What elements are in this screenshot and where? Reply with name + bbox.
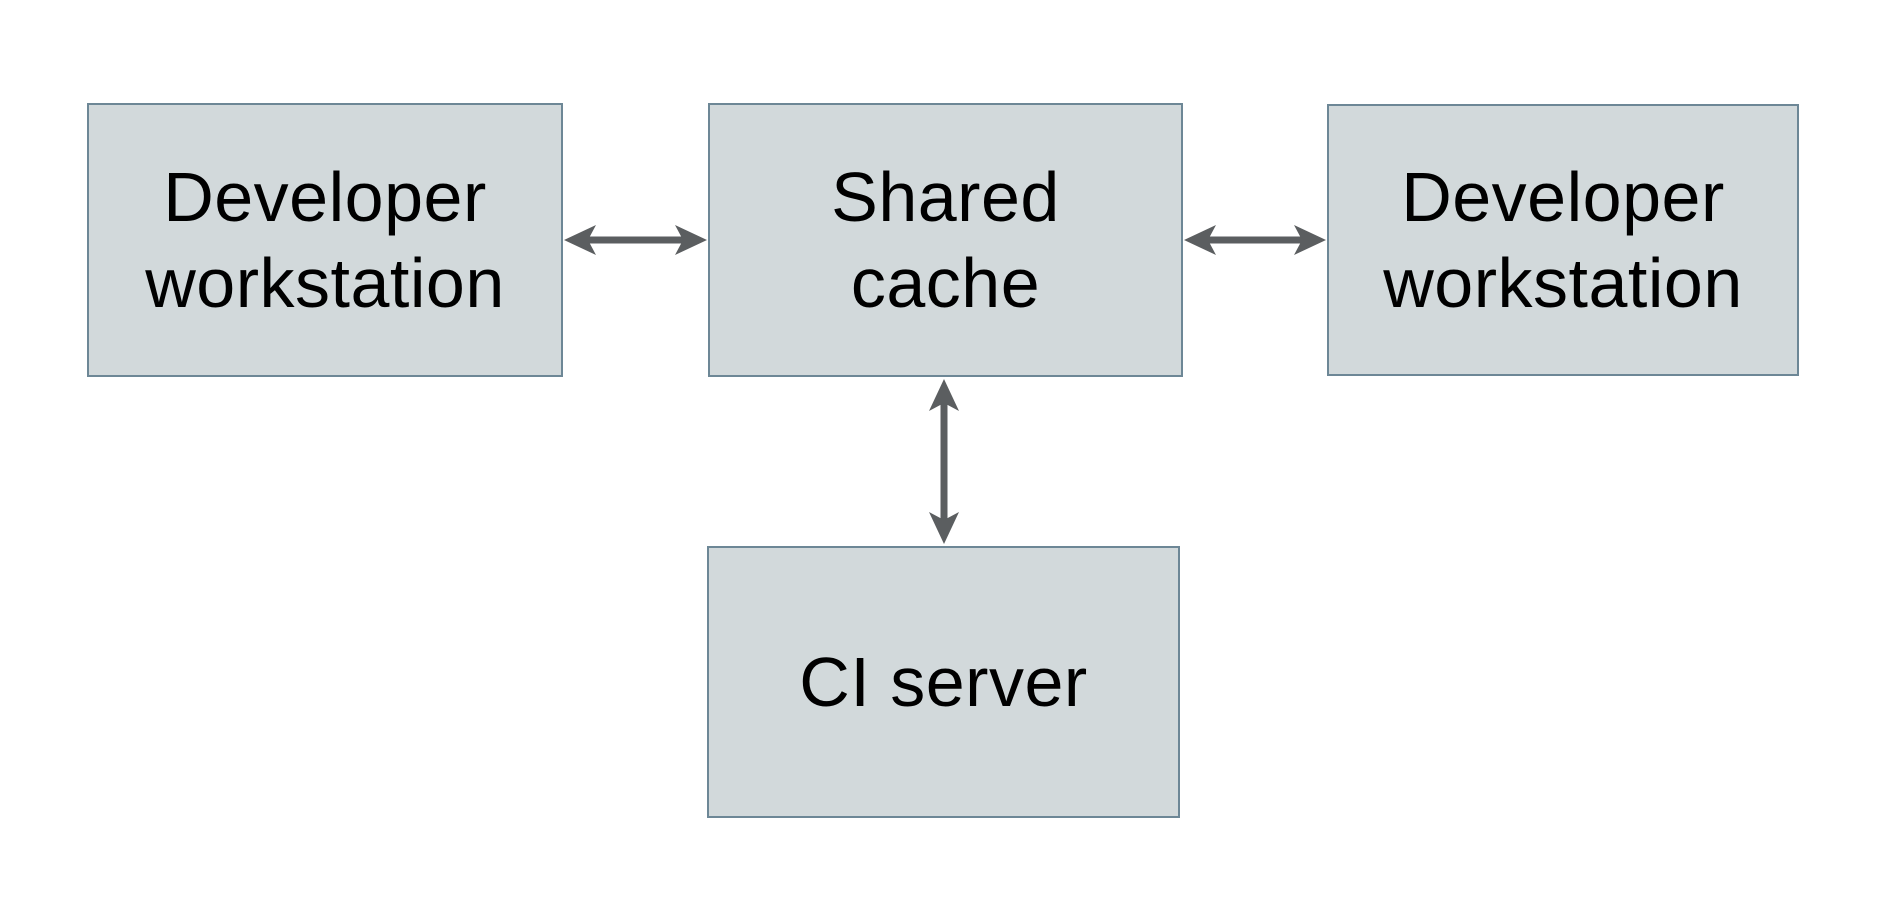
node-label: CI server bbox=[799, 643, 1088, 721]
node-ci-server: CI server bbox=[707, 546, 1180, 818]
node-label: Developer workstation bbox=[1383, 158, 1743, 322]
node-shared-cache: Shared cache bbox=[708, 103, 1183, 377]
node-label: Developer workstation bbox=[145, 158, 505, 322]
node-developer-workstation-left: Developer workstation bbox=[87, 103, 563, 377]
node-label: Shared cache bbox=[831, 158, 1060, 322]
node-developer-workstation-right: Developer workstation bbox=[1327, 104, 1799, 376]
